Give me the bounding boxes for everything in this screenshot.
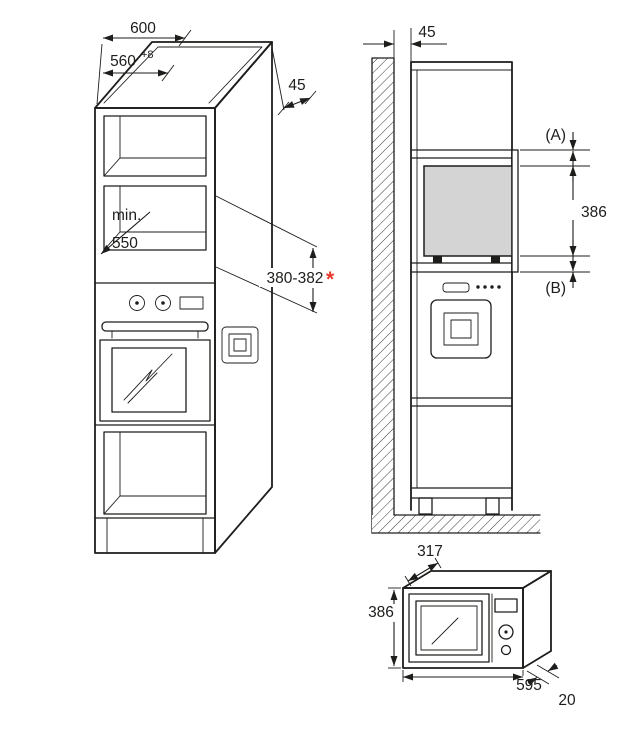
shelf-below-microwave [410,262,513,273]
cabinet-compartment-top [103,115,207,177]
wall-section-view: 45 (A) 386 (B) [363,24,607,534]
cabinet-section [410,61,513,515]
label-gap-bottom: (B) [545,280,566,297]
cabinet-compartment-bottom [103,431,207,515]
dim-line-rear-gap [283,97,311,109]
oven-knob-right [155,295,171,311]
oven-knob-left [129,295,145,311]
microwave-door-window [415,600,483,656]
microwave-foot-right [491,256,500,263]
microwave-button [500,644,512,656]
cabinet-top-face [94,41,273,109]
min-depth-label: min. [112,207,141,224]
dim-front-height: 386 [581,204,607,221]
dim-line-door-protrusion-a [526,677,538,686]
min-depth-value: 550 [112,235,138,252]
oven-door [99,339,211,422]
dim-cabinet-depth: 600 [130,20,156,37]
cabinet-bottom-panel [410,487,513,499]
shelf-above-microwave [410,149,513,159]
oven-handle [101,321,209,332]
built-in-oven-front [94,282,216,426]
microwave-display [494,598,518,613]
dim-niche-width: 560 [110,53,136,70]
microwave-knob [498,624,514,640]
wall-hatch [372,58,394,515]
dim-appliance-depth: 317 [417,543,443,560]
microwave-section [423,149,519,273]
dim-line-door-protrusion-b [547,662,559,672]
cabinet-leg-left [418,497,433,515]
cabinet-side-face [214,41,273,554]
microwave-door [408,593,490,663]
oven-vent-emblem [430,299,492,359]
oven-display [179,296,204,310]
shelf-below-oven [410,397,513,407]
microwave-body [423,165,513,257]
microwave-front-frame [511,149,519,273]
dim-wall-gap: 45 [418,24,435,41]
cabinet-microwave-niche [100,185,207,255]
microwave-front-face [402,587,524,669]
cabinet-leg-right [485,497,500,515]
footnote-asterisk: * [326,268,335,291]
dim-rear-gap: 45 [288,77,305,94]
dim-appliance-height: 386 [368,604,394,621]
oven-handle-section [442,282,470,293]
dim-line-appliance-depth [407,562,439,582]
cabinet-front-face [94,107,216,554]
microwave-side-face [522,570,552,669]
dim-door-protrusion: 20 [558,692,576,709]
dim-niche-height: 380-382 [267,270,324,287]
floor-hatch [372,515,540,533]
label-gap-top: (A) [545,127,566,144]
dim-appliance-width: 595 [516,677,542,694]
dim-niche-width-tolerance: +8 [141,49,154,61]
oven-vent-emblem-side [221,326,259,364]
appliance-oblique-view: 317 386 595 20 [368,543,576,709]
section-height-dimensions: (A) 386 (B) [520,127,607,297]
oven-section-decor [430,282,501,359]
oven-door-window [111,347,187,413]
cabinet-plinth [94,517,216,554]
microwave-foot-left [433,256,442,263]
cabinet-oblique-view: 600 560 +8 45 min. 550 380-382 * [94,20,335,554]
min-depth-leader-arrow [100,211,151,255]
